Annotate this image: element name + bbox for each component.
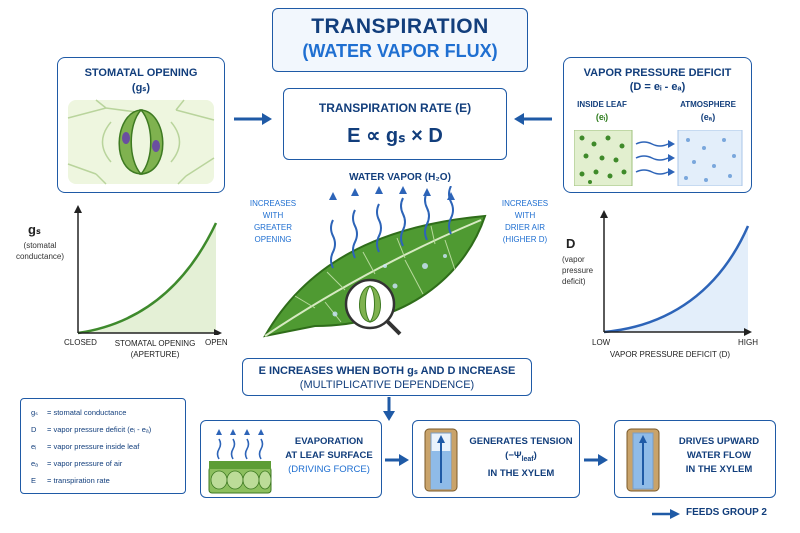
- inside-leaf-label: INSIDE LEAF: [577, 100, 627, 109]
- left-chart: [74, 205, 222, 335]
- flow2-line2: (−Ψleaf): [463, 449, 579, 467]
- legend-sym: E: [31, 476, 37, 485]
- rate-formula: E ∝ gₛ × D: [347, 125, 443, 147]
- vpd-box: VAPOR PRESSURE DEFICIT (D = eᵢ - eₐ) INS…: [563, 57, 752, 193]
- left-note-line2: WITH: [262, 211, 284, 220]
- flow1-line2: AT LEAF SURFACE: [285, 450, 373, 461]
- flow-box-upward-flow: DRIVES UPWARD WATER FLOW IN THE XYLEM: [614, 420, 776, 498]
- arrow-stomatal-to-rate: [234, 113, 272, 125]
- right-chart-x-right: HIGH: [738, 338, 758, 347]
- inside-leaf-symbol: (eᵢ): [595, 112, 609, 122]
- right-ylabel-sub2: pressure: [562, 266, 594, 275]
- right-chart-ylabel-main: D: [566, 236, 576, 251]
- atmosphere-symbol: (eₐ): [700, 112, 716, 122]
- left-ylabel-sub1: (stomatal: [23, 241, 57, 250]
- summary-line1: E INCREASES WHEN BOTH gₛ AND D INCREASE: [258, 365, 516, 377]
- legend-row: eₐ = vapor pressure of air: [31, 459, 122, 468]
- right-ylabel-sub3: deficit): [562, 277, 586, 286]
- left-x-mid2: (APERTURE): [130, 350, 180, 359]
- flow2-close: ): [533, 450, 537, 461]
- legend-row: eᵢ = vapor pressure inside leaf: [31, 442, 139, 451]
- stomatal-box-symbol: (gₛ): [131, 82, 151, 94]
- right-note-line3: DRIER AIR: [504, 223, 545, 232]
- summary-box: E INCREASES WHEN BOTH gₛ AND D INCREASE …: [242, 358, 532, 396]
- flow2-line3: IN THE XYLEM: [487, 467, 555, 479]
- right-chart-ylabel-sub: (vapor pressure deficit): [562, 254, 602, 287]
- left-note: INCREASES WITH GREATER OPENING: [238, 198, 308, 246]
- right-note: INCREASES WITH DRIER AIR (HIGHER D): [490, 198, 560, 246]
- flow2-psi-sub: leaf: [521, 455, 534, 463]
- title-box: TRANSPIRATION (WATER VAPOR FLUX): [272, 8, 528, 72]
- left-chart-ylabel-main: gₛ: [28, 222, 41, 237]
- arrow-flow2-to-flow3: [584, 454, 608, 466]
- feeds-group-label: FEEDS GROUP 2: [686, 507, 767, 518]
- flow2-psi: (−Ψ: [505, 450, 522, 461]
- flow3-line1: DRIVES UPWARD: [678, 436, 760, 447]
- legend-desc: = vapor pressure deficit (eᵢ - eₐ): [47, 425, 152, 434]
- left-note-line3: GREATER: [253, 223, 293, 232]
- transpiration-rate-box: TRANSPIRATION RATE (E) E ∝ gₛ × D: [283, 88, 507, 160]
- left-chart-x-left: CLOSED: [64, 338, 97, 347]
- water-vapor-label: WATER VAPOR (H₂O): [349, 172, 451, 183]
- arrow-summary-down: [383, 397, 395, 421]
- xylem-flow-icon: [626, 428, 660, 492]
- evaporation-icon: [208, 429, 272, 494]
- legend-sym: D: [31, 425, 37, 434]
- vpd-illustration: [574, 130, 743, 186]
- flow3-text: DRIVES UPWARD WATER FLOW IN THE XYLEM: [663, 435, 775, 477]
- right-chart-x-left: LOW: [592, 338, 611, 347]
- left-note-line4: OPENING: [254, 235, 292, 244]
- left-chart-ylabel-sub: (stomatal conductance): [10, 240, 70, 262]
- left-x-mid1: STOMATAL OPENING: [114, 339, 196, 348]
- flow2-line1: GENERATES TENSION: [469, 436, 573, 447]
- legend-sym: gₛ: [31, 408, 38, 417]
- legend-box: gₛ = stomatal conductance D = vapor pressu…: [20, 398, 186, 494]
- title-line2: (WATER VAPOR FLUX): [302, 41, 498, 61]
- legend-row: gₛ = stomatal conductance: [31, 408, 126, 417]
- flow1-text: EVAPORATION AT LEAF SURFACE (DRIVING FOR…: [277, 435, 381, 477]
- xylem-tension-icon: [424, 428, 458, 492]
- vpd-box-title: VAPOR PRESSURE DEFICIT: [583, 67, 732, 79]
- right-note-line1: INCREASES: [501, 199, 549, 208]
- arrow-flow1-to-flow2: [385, 454, 409, 466]
- legend-desc: = vapor pressure inside leaf: [47, 442, 140, 451]
- summary-line2: (MULTIPLICATIVE DEPENDENCE): [299, 379, 475, 391]
- flow2-text: GENERATES TENSION (−Ψleaf) IN THE XYLEM: [463, 435, 579, 481]
- right-chart-x-mid: VAPOR PRESSURE DEFICIT (D): [609, 350, 731, 359]
- stomatal-box-title: STOMATAL OPENING: [84, 67, 198, 79]
- right-chart: [600, 210, 752, 336]
- flow3-line2: WATER FLOW: [686, 450, 752, 461]
- legend-sym: eₐ: [31, 459, 38, 468]
- left-ylabel-sub2: conductance): [15, 252, 65, 261]
- right-note-line2: WITH: [514, 211, 536, 220]
- flow1-sub: (DRIVING FORCE): [288, 464, 370, 475]
- right-ylabel-sub1: (vapor: [562, 255, 585, 264]
- left-chart-x-mid: STOMATAL OPENING (APERTURE): [110, 338, 200, 360]
- title-line1: TRANSPIRATION: [311, 15, 489, 38]
- left-note-line1: INCREASES: [249, 199, 297, 208]
- legend-desc: = vapor pressure of air: [47, 459, 123, 468]
- flow-box-evaporation: EVAPORATION AT LEAF SURFACE (DRIVING FOR…: [200, 420, 382, 498]
- stomatal-opening-box: STOMATAL OPENING (gₛ): [57, 57, 225, 193]
- left-chart-x-right: OPEN: [205, 338, 228, 347]
- rate-box-title: TRANSPIRATION RATE (E): [318, 101, 472, 115]
- flow1-line1: EVAPORATION: [294, 436, 364, 447]
- flow-box-tension: GENERATES TENSION (−Ψleaf) IN THE XYLEM: [412, 420, 580, 498]
- atmosphere-label: ATMOSPHERE: [680, 100, 736, 109]
- stoma-illustration: [67, 99, 215, 185]
- feeds-arrow-icon: [652, 509, 680, 519]
- arrow-vpd-to-rate: [514, 113, 552, 125]
- vpd-box-formula: (D = eᵢ - eₐ): [629, 81, 686, 93]
- flow3-line3: IN THE XYLEM: [685, 464, 753, 475]
- leaf-illustration: [263, 186, 487, 338]
- legend-desc: = transpiration rate: [47, 476, 110, 485]
- legend-desc: = stomatal conductance: [47, 408, 127, 417]
- legend-row: E = transpiration rate: [31, 476, 110, 485]
- right-note-line4: (HIGHER D): [502, 235, 548, 244]
- legend-row: D = vapor pressure deficit (eᵢ - eₐ): [31, 425, 151, 434]
- legend-sym: eᵢ: [31, 442, 37, 451]
